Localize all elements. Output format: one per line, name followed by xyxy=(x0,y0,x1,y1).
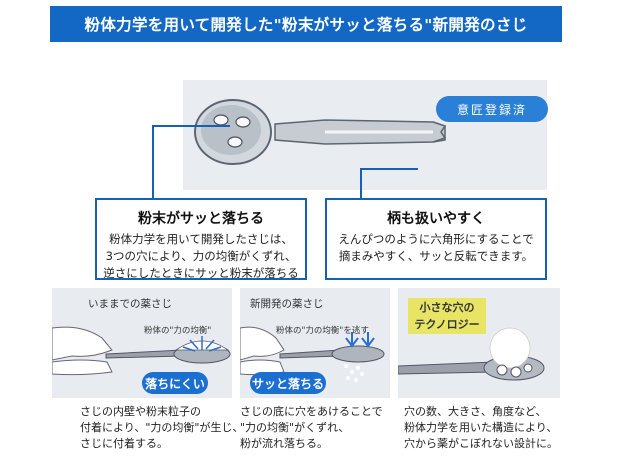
caption-new: さじの底に穴をあけることで "力の均衡"がくずれ、 粉が流れ落ちる。 xyxy=(240,404,383,452)
caption-small-holes: 穴の数、大きさ、角度など、 粉体力学を用いた構造により、 穴から薬がこぼれない設… xyxy=(404,404,558,452)
old-spoon-drawing xyxy=(52,326,231,376)
feature-box-handle: 柄も扱いやすく えんぴつのように六角形にすることで 摘まみやすく、サッと反転でき… xyxy=(325,198,547,280)
feature-line: えんぴつのように六角形にすることで xyxy=(338,232,534,246)
caption-line: 粉が流れ落ちる。 xyxy=(240,437,328,450)
feature-title-handle: 柄も扱いやすく xyxy=(387,211,485,227)
registration-badge: 意匠登録済 xyxy=(436,96,548,122)
label-line: テクノロジー xyxy=(414,318,480,331)
feature-line: 摘まみやすく、サッと反転できます。 xyxy=(338,249,534,263)
holes-spoon-drawing xyxy=(398,327,545,381)
feature-line: 粉体力学を用いて開発したさじは、 xyxy=(109,232,293,246)
feature-title-powder: 粉末がサッと落ちる xyxy=(138,211,264,227)
panel-label-new: 新開発の薬さじ xyxy=(250,298,324,310)
panel-new-spoon: 新開発の薬さじ 粉体の"力の均衡"を逃す サッと落ちる xyxy=(240,288,390,398)
feature-box-powder: 粉末がサッと落ちる 粉体力学を用いて開発したさじは、 3つの穴により、力の均衡が… xyxy=(95,198,307,280)
header-title: 粉体力学を用いて開発した"粉末がサッと落ちる"新開発のさじ xyxy=(50,6,562,42)
feature-line: 逆さにしたときにサッと粉末が落ちる xyxy=(103,266,299,280)
panel-small-holes: 小さな穴の テクノロジー xyxy=(398,288,560,398)
caption-line: さじの内壁や粉末粒子の xyxy=(80,405,201,418)
caption-line: 粉体力学を用いた構造により、 xyxy=(404,421,558,434)
caption-old: さじの内壁や粉末粒子の 付着により、"力の均衡"が生じ、 さじに付着する。 xyxy=(80,404,243,452)
small-hole-tech-label: 小さな穴の テクノロジー xyxy=(408,298,486,334)
connector-line-right-top xyxy=(360,168,418,170)
caption-line: 付着により、"力の均衡"が生じ、 xyxy=(80,421,244,434)
caption-line: さじの底に穴をあけることで xyxy=(240,405,383,418)
feature-line: 3つの穴により、力の均衡がくずれ、 xyxy=(105,249,297,263)
panel-label-old: いままでの薬さじ xyxy=(88,298,172,310)
caption-line: "力の均衡"がくずれ、 xyxy=(240,421,350,434)
connector-line-left xyxy=(152,125,154,199)
caption-line: さじに付着する。 xyxy=(80,437,168,450)
label-line: 小さな穴の xyxy=(419,301,475,314)
pill-hard-to-drop: 落ちにくい xyxy=(142,372,208,394)
caption-line: 穴から薬がこぼれない設計に。 xyxy=(404,437,558,450)
caption-line: 穴の数、大きさ、角度など、 xyxy=(404,405,547,418)
spoon-illustration xyxy=(194,99,447,165)
annotation-new: 粉体の"力の均衡"を逃す xyxy=(276,326,369,336)
panel-old-spoon: いままでの薬さじ 粉体の"力の均衡" 落ちにくい xyxy=(52,288,232,398)
connector-line-right xyxy=(360,168,362,199)
new-spoon-drawing xyxy=(240,326,385,382)
connector-line-left-top xyxy=(152,125,230,127)
annotation-old: 粉体の"力の均衡" xyxy=(144,326,212,336)
pill-drops-quickly: サッと落ちる xyxy=(250,372,326,394)
